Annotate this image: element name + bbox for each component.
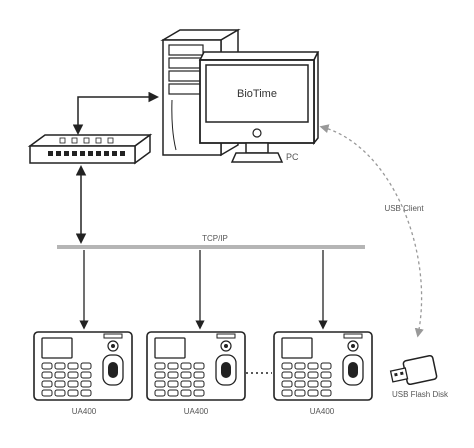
pc-monitor-icon — [198, 51, 320, 163]
tcpip-bus-label: TCP/IP — [202, 234, 228, 243]
usb-client-link — [319, 124, 424, 338]
pc-screen-text: BioTime — [237, 88, 277, 100]
device-2-label: UA400 — [184, 407, 209, 416]
network-switch-icon — [27, 133, 153, 165]
usb-client-label: USB Client — [384, 204, 424, 213]
ua400-device-1-icon — [33, 331, 133, 401]
tcpip-bus — [57, 245, 365, 249]
device-3-label: UA400 — [310, 407, 335, 416]
usb-flash-disk-label: USB Flash Disk — [392, 390, 449, 399]
device-1-label: UA400 — [72, 407, 97, 416]
pc-label: PC — [286, 152, 299, 162]
switch-pc-link — [72, 91, 159, 135]
ua400-device-2-icon — [146, 331, 246, 401]
usb-flash-disk-icon — [389, 354, 438, 386]
ua400-device-3-icon — [273, 331, 373, 401]
